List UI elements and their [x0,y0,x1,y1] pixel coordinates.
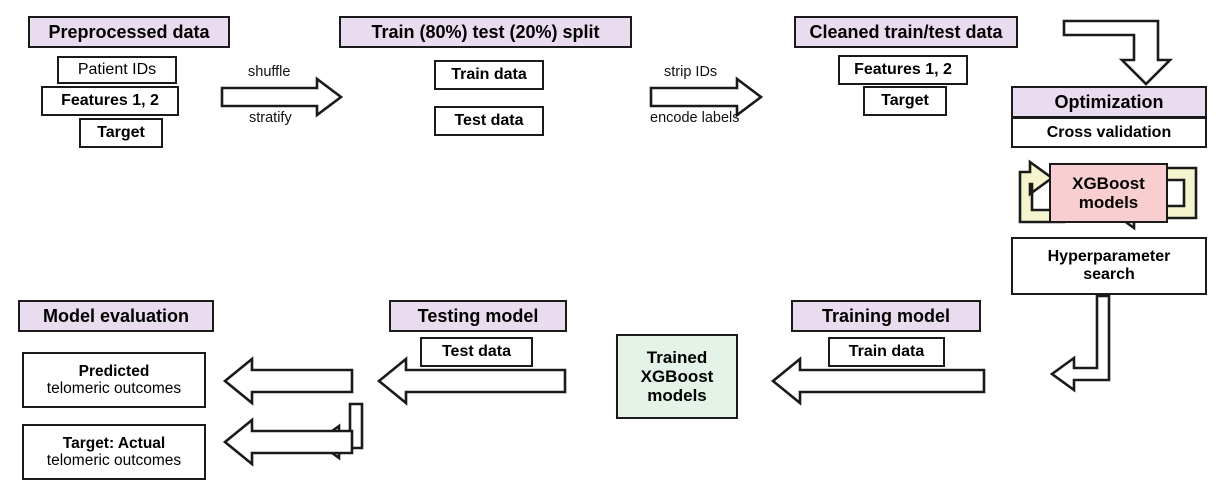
box-training-header: Training model [791,300,981,332]
predicted-sub: telomeric outcomes [46,380,182,397]
box-preprocessed-features: Features 1, 2 [41,86,179,116]
box-patient-ids: Patient IDs [57,56,177,84]
box-cleaned-features: Features 1, 2 [838,55,968,85]
arrow-elbow-to-training [1049,294,1111,393]
box-train-data: Train data [434,60,544,90]
arrow-to-target-actual [222,417,354,467]
box-training-train-data: Train data [828,337,945,367]
box-predicted-outcomes: Predicted telomeric outcomes [22,352,206,408]
target-actual-sub: telomeric outcomes [46,452,182,469]
box-xgboost-models: XGBoost models [1049,163,1168,223]
label-shuffle: shuffle [248,64,291,80]
box-cleaned-target: Target [863,86,947,116]
label-stratify: stratify [249,110,292,126]
box-test-data: Test data [434,106,544,136]
label-strip-ids: strip IDs [664,64,718,80]
box-trained-xgboost-models: Trained XGBoost models [616,334,738,419]
box-testing-test-data: Test data [420,337,533,367]
arrow-elbow-to-optimization [1062,19,1174,86]
predicted-label: Predicted [78,362,150,380]
box-testing-header: Testing model [389,300,567,332]
box-cross-validation: Cross validation [1011,117,1207,148]
box-hyperparameter-search: Hyperparameter search [1011,237,1207,295]
box-target-actual-outcomes: Target: Actual telomeric outcomes [22,424,206,480]
label-encode-labels: encode labels [650,110,740,126]
box-split-header: Train (80%) test (20%) split [339,16,632,48]
box-evaluation-header: Model evaluation [18,300,214,332]
box-preprocessed-target: Target [79,118,163,148]
box-cleaned-header: Cleaned train/test data [794,16,1018,48]
arrow-testing-elbow-down [314,402,364,461]
arrow-testing-to-predicted [222,356,354,406]
box-preprocessed-header: Preprocessed data [28,16,230,48]
box-optimization-header: Optimization [1011,86,1207,118]
target-actual-label: Target: Actual [62,434,166,452]
